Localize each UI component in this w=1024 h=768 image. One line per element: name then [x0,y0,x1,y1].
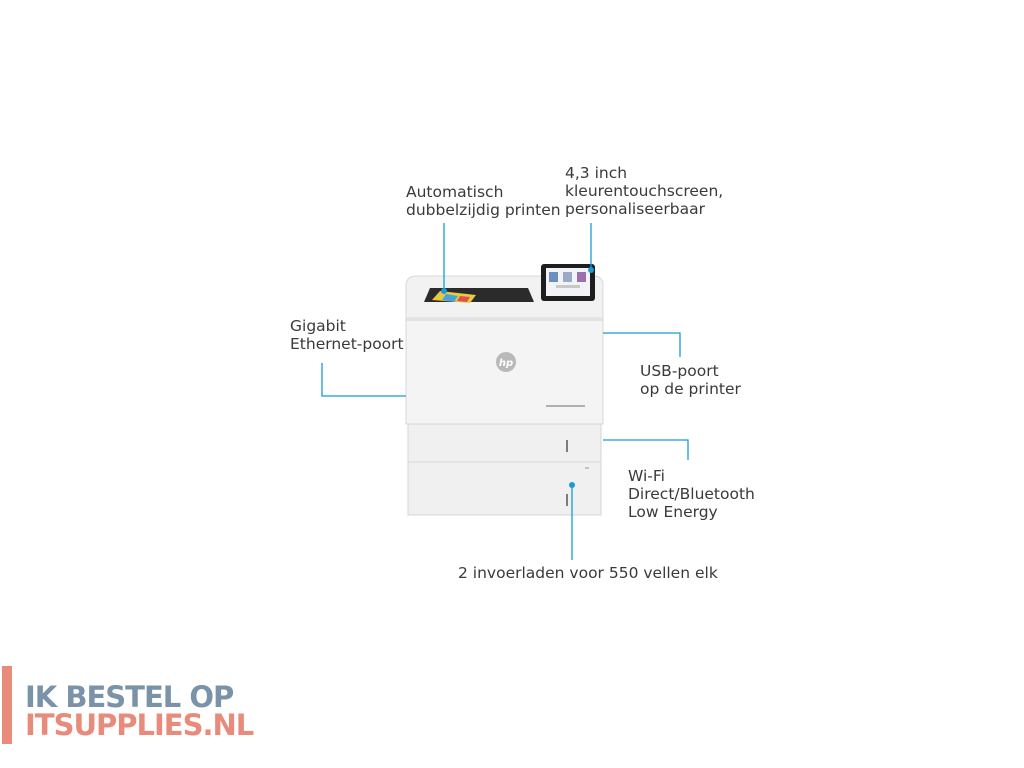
brand-line-2: ITSUPPLIES.NL [25,708,254,742]
ethernet-callout-line [321,363,406,397]
wifi-label-line-1: Wi-Fi [628,467,665,485]
touchscreen-label-line-1: 4,3 inch [565,164,628,182]
touchscreen-label-line-2: kleurentouchscreen, [565,182,724,200]
touchscreen-label: 4,3 inch kleurentouchscreen, personalise… [565,164,723,218]
duplex-label: Automatisch dubbelzijdig printen [406,183,561,219]
touchscreen-callout-dot [588,267,594,273]
ethernet-label: Gigabit Ethernet-poort [290,317,404,353]
callout-dots [441,267,594,488]
usb-label-line-2: op de printer [640,380,741,398]
duplex-label-line-2: dubbelzijdig printen [406,201,561,219]
usb-label-line-1: USB-poort [640,362,719,380]
duplex-label-line-1: Automatisch [406,183,504,201]
ethernet-label-line-1: Gigabit [290,317,346,335]
callout-lines [321,223,689,560]
trays-callout-dot [569,482,575,488]
hp-logo [496,352,516,372]
wifi-label: Wi-Fi Direct/Bluetooth Low Energy [628,467,755,521]
printer: hp [405,264,604,516]
usb-label: USB-poort op de printer [640,362,741,398]
duplex-callout-dot [441,288,447,294]
brand-accent-bar [2,666,12,744]
brand-line-1: IK BESTEL OP [25,680,234,714]
wifi-label-line-2: Direct/Bluetooth [628,485,755,503]
usb-callout-line [603,332,681,357]
hp-logo-text: hp [499,358,513,369]
itsupplies-logo: IK BESTEL OP ITSUPPLIES.NL [0,664,254,744]
tray-1 [407,423,602,463]
tray-2 [407,461,602,516]
trays-label: 2 invoerladen voor 550 vellen elk [458,564,718,582]
wifi-callout-line [603,439,689,460]
touchscreen-label-line-3: personaliseerbaar [565,200,705,218]
trays-label-line-1: 2 invoerladen voor 550 vellen elk [458,564,718,582]
ethernet-label-line-2: Ethernet-poort [290,335,404,353]
wifi-label-line-3: Low Energy [628,503,718,521]
